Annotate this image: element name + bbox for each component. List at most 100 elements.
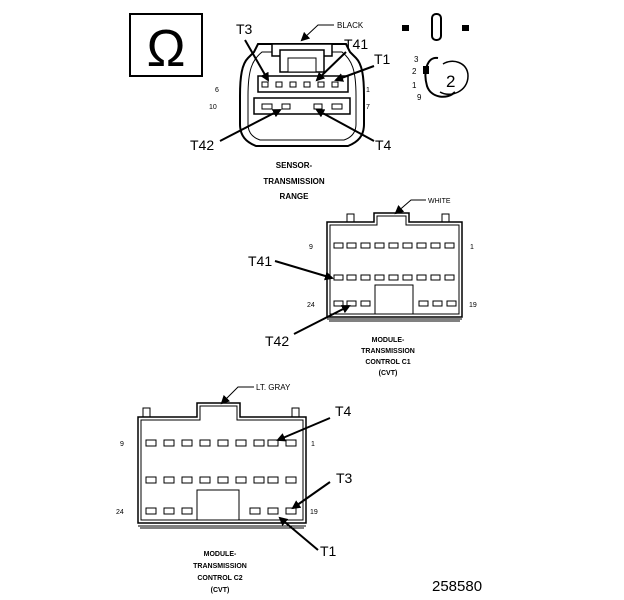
c2-pin-label-bottom-right: 19 — [310, 509, 318, 516]
terminal-circled-number: 2 — [446, 72, 455, 91]
terminal-number-4: 9 — [417, 93, 422, 102]
c2-pin — [217, 476, 229, 484]
c2-pin — [163, 507, 175, 515]
c2-title-line-1: MODULE- — [204, 551, 237, 558]
c1-pin-label-top-right: 1 — [470, 244, 474, 251]
c1-pin — [446, 300, 457, 307]
ohm-symbol: Ω — [147, 20, 186, 78]
terminal-inset: 3 2 1 9 2 — [402, 13, 469, 102]
c2-pin — [217, 439, 229, 447]
c2-pin — [181, 507, 193, 515]
c2-center-block — [196, 489, 240, 521]
sensor-pin — [303, 81, 311, 88]
c1-pin — [432, 300, 443, 307]
sensor-pin — [261, 103, 273, 110]
c1-pin — [388, 274, 399, 281]
c1-pin — [444, 274, 455, 281]
sensor-pin — [281, 103, 291, 110]
terminal-clip — [424, 56, 456, 98]
c1-pin — [346, 274, 357, 281]
ohm-icon: Ω — [129, 13, 203, 78]
sensor-pin-label-top-left: 6 — [215, 87, 219, 94]
c1-title-line-4: (CVT) — [379, 370, 398, 377]
c1-pin-label-bottom-right: 19 — [469, 302, 477, 309]
sensor-color-label: BLACK — [337, 21, 364, 30]
terminal-number-2: 2 — [412, 67, 417, 76]
c2-pin — [249, 507, 261, 515]
sensor-title-line-1: SENSOR- — [276, 161, 313, 170]
c1-pin — [374, 242, 385, 249]
c2-pin — [285, 439, 297, 447]
c2-title-line-3: CONTROL C2 — [197, 575, 242, 582]
sensor-callout-t42: T42 — [190, 137, 214, 153]
c1-color-label: WHITE — [428, 198, 451, 205]
c1-pin — [333, 242, 344, 249]
c1-pin-label-bottom-left: 24 — [307, 302, 315, 309]
sensor-pin — [317, 81, 325, 88]
c2-pin — [181, 476, 193, 484]
c2-pin — [285, 507, 297, 515]
c1-title-line-1: MODULE- — [372, 337, 405, 344]
c1-pin — [360, 300, 371, 307]
c1-pin — [333, 274, 344, 281]
c1-pin — [360, 242, 371, 249]
sensor-title-line-2: TRANSMISSION — [263, 177, 325, 186]
c1-pin — [402, 274, 413, 281]
c2-pin — [145, 476, 157, 484]
c1-pin — [346, 242, 357, 249]
sensor-connector: 6 1 10 7 BLACK T3 T41 T1 T42 T4 SENSOR- … — [190, 21, 392, 201]
sensor-callout-t1: T1 — [374, 51, 391, 67]
c1-pin — [402, 242, 413, 249]
c2-pin — [267, 476, 279, 484]
c2-pin — [181, 439, 193, 447]
sensor-pin-label-bottom-left: 10 — [209, 104, 217, 111]
sensor-pin — [261, 81, 269, 88]
c2-pin — [253, 476, 265, 484]
c2-pin — [163, 476, 175, 484]
c1-connector: 9 1 24 19 WHITE T41 T42 MODULE- TRANSMIS… — [248, 198, 477, 377]
c2-callout-t4: T4 — [335, 403, 352, 419]
terminal-pin-mark — [423, 66, 429, 74]
c1-callout-t42: T42 — [265, 333, 289, 349]
c2-pin-label-bottom-left: 24 — [116, 509, 124, 516]
sensor-pin — [313, 103, 323, 110]
c2-pin-label-top-left: 9 — [120, 441, 124, 448]
c1-pin — [416, 242, 427, 249]
c2-title-line-4: (CVT) — [211, 587, 230, 594]
c1-pin — [418, 300, 429, 307]
sensor-pin — [289, 81, 297, 88]
sensor-title-line-3: RANGE — [280, 192, 310, 201]
c2-pin — [199, 476, 211, 484]
c2-pin — [235, 476, 247, 484]
c1-pin — [430, 242, 441, 249]
c2-color-label: LT. GRAY — [256, 383, 291, 392]
c2-pin — [267, 507, 279, 515]
c2-pin — [145, 439, 157, 447]
sensor-callout-t4: T4 — [375, 137, 392, 153]
c2-pin — [267, 439, 279, 447]
sensor-callout-t3: T3 — [236, 21, 253, 37]
terminal-pad-left — [402, 25, 409, 31]
c2-pin — [285, 476, 297, 484]
terminal-pad-right — [462, 25, 469, 31]
figure-id: 258580 — [432, 578, 482, 595]
terminal-number-1: 3 — [414, 55, 419, 64]
terminal-number-3: 1 — [412, 81, 417, 90]
terminal-blade — [431, 13, 442, 41]
c2-callout-t1: T1 — [320, 543, 337, 559]
c1-title-line-3: CONTROL C1 — [365, 359, 410, 366]
c1-pin — [416, 274, 427, 281]
sensor-callout-t41: T41 — [344, 36, 368, 52]
c1-callout-t41: T41 — [248, 253, 272, 269]
c1-pin — [444, 242, 455, 249]
c1-pin — [346, 300, 357, 307]
c1-pin-label-top-left: 9 — [309, 244, 313, 251]
c1-pin — [430, 274, 441, 281]
sensor-pin — [331, 81, 339, 88]
c1-pin — [374, 274, 385, 281]
c2-pin-label-top-right: 1 — [311, 441, 315, 448]
c1-pin — [388, 242, 399, 249]
c2-pin — [253, 439, 265, 447]
c2-pin — [199, 439, 211, 447]
